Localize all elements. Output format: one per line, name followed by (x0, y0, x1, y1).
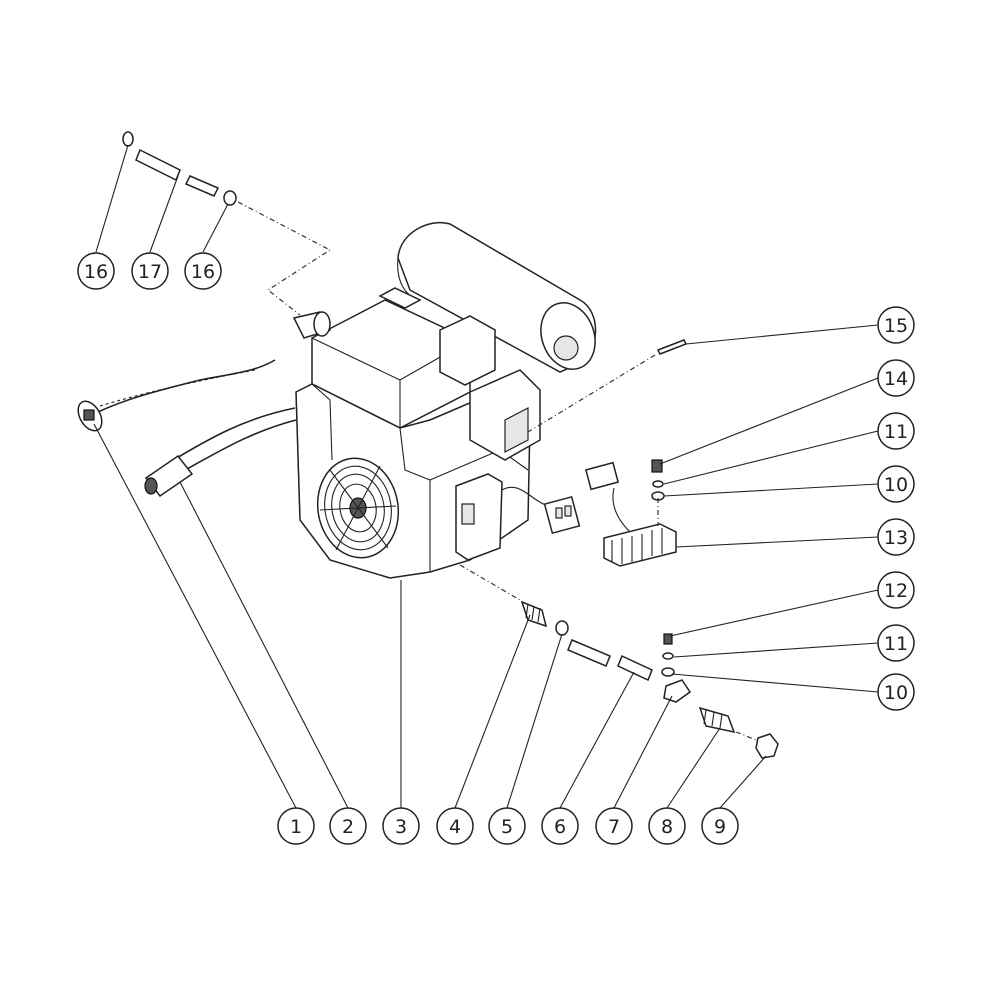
fuel-line-assembly (459, 564, 779, 759)
callout-13: 13 (877, 518, 915, 556)
callout-6: 6 (541, 807, 579, 845)
callout-17: 17 (131, 252, 169, 290)
callout-16-left-label: 16 (84, 261, 108, 283)
callout-4: 4 (436, 807, 474, 845)
callout-1: 1 (277, 807, 315, 845)
callout-2: 2 (329, 807, 367, 845)
callout-16-left: 16 (77, 252, 115, 290)
callout-16-right: 16 (184, 252, 222, 290)
callout-11-upper-label: 11 (884, 421, 908, 443)
callout-16-right-label: 16 (191, 261, 215, 283)
leader-lines (93, 144, 879, 809)
fan-grille (316, 457, 400, 559)
callout-7: 7 (595, 807, 633, 845)
callout-11-upper: 11 (877, 412, 915, 450)
callout-14: 14 (877, 359, 915, 397)
callout-15: 15 (877, 306, 915, 344)
callout-12-label: 12 (884, 580, 908, 602)
pin-part-15 (656, 339, 688, 355)
callout-5: 5 (488, 807, 526, 845)
regulator-assembly (527, 339, 688, 677)
callout-17-label: 17 (138, 261, 162, 283)
callout-10-lower: 10 (877, 673, 915, 711)
throttle-cable-part-2 (144, 407, 297, 498)
callout-7-label: 7 (608, 816, 620, 838)
callout-15-label: 15 (884, 315, 908, 337)
top-hose-assembly (122, 131, 332, 316)
callout-9-label: 9 (714, 816, 726, 838)
callout-10-upper-label: 10 (884, 474, 908, 496)
callout-4-label: 4 (449, 816, 461, 838)
callout-13-label: 13 (884, 527, 908, 549)
wiring-harness-part-1 (77, 359, 276, 432)
callout-2-label: 2 (342, 816, 354, 838)
callout-3: 3 (382, 807, 420, 845)
callout-3-label: 3 (395, 816, 407, 838)
callout-9: 9 (701, 807, 739, 845)
callout-8-label: 8 (661, 816, 673, 838)
callout-bubbles: 1 2 3 4 5 6 7 8 9 10 11 12 13 10 11 14 1… (77, 252, 915, 845)
callout-1-label: 1 (290, 816, 302, 838)
callout-14-label: 14 (884, 368, 908, 390)
callout-12: 12 (877, 571, 915, 609)
callout-5-label: 5 (501, 816, 513, 838)
callout-10-lower-label: 10 (884, 682, 908, 704)
callout-11-lower-label: 11 (884, 633, 908, 655)
callout-6-label: 6 (554, 816, 566, 838)
callout-8: 8 (648, 807, 686, 845)
engine-assembly (292, 221, 597, 579)
callout-10-upper: 10 (877, 465, 915, 503)
callout-11-lower: 11 (877, 624, 915, 662)
